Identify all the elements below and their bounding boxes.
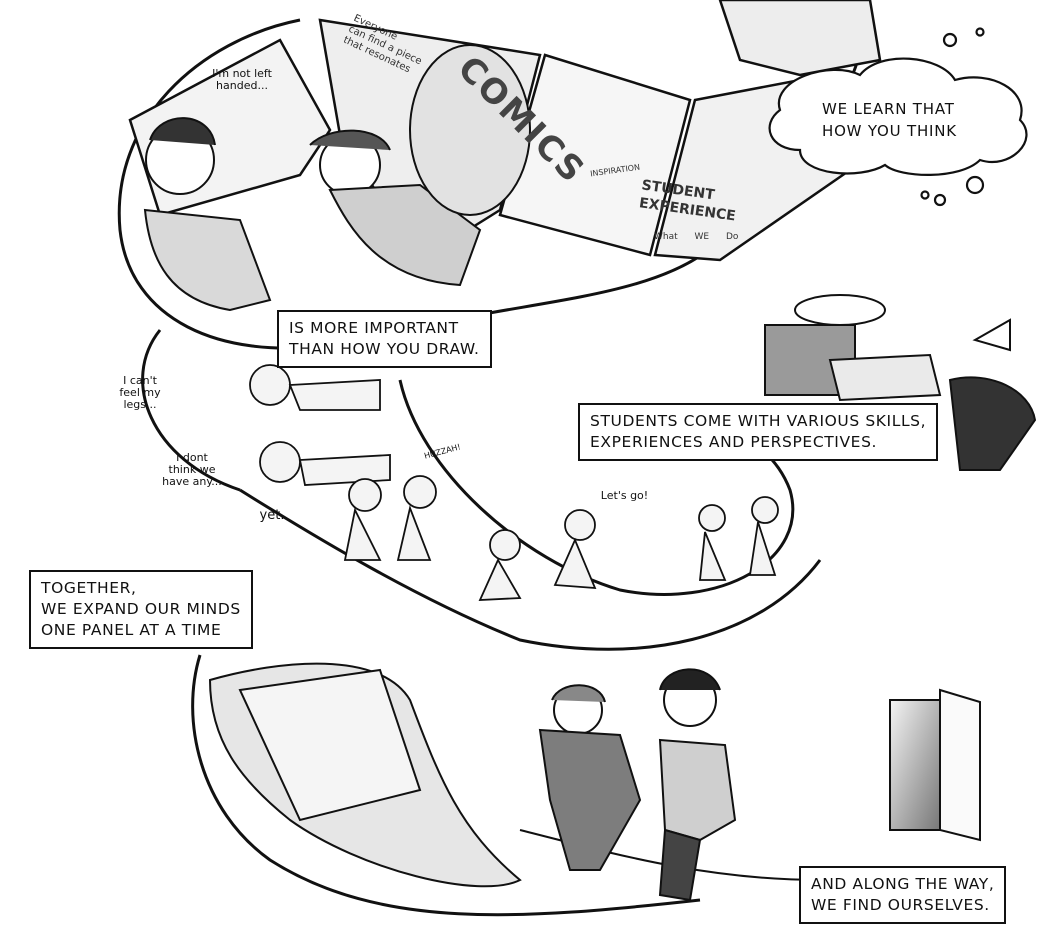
bottom-characters [538,668,737,902]
top-characters [143,117,482,312]
important-caption: IS MORE IMPORTANT THAN HOW YOU DRAW. [277,310,492,368]
comics-blob [409,44,531,216]
together-caption: TOGETHER, WE EXPAND OUR MINDS ONE PANEL … [29,570,253,649]
lets-go-bubble: Let's go! [600,489,649,502]
dont-think-bubble: I dont think we have any... [162,451,222,488]
collage-right [764,294,1037,471]
door [889,688,981,842]
thought-cloud [768,27,1028,207]
flowing-pages [208,662,821,888]
students-caption: STUDENTS COME WITH VARIOUS SKILLS, EXPER… [578,403,939,461]
yet-bubble: yet. [259,508,285,523]
learn-think-cloud-text: WE LEARN THAT HOW YOU THINK [822,100,957,140]
legs-bubble: I can't feel my legs... [119,374,161,411]
left-handed-bubble: I'm not left handed... [212,67,272,92]
what-we-do-text: What WE Do [654,232,739,242]
along-the-way-caption: AND ALONG THE WAY, WE FIND OURSELVES. [799,866,1007,924]
running-students [249,364,779,601]
